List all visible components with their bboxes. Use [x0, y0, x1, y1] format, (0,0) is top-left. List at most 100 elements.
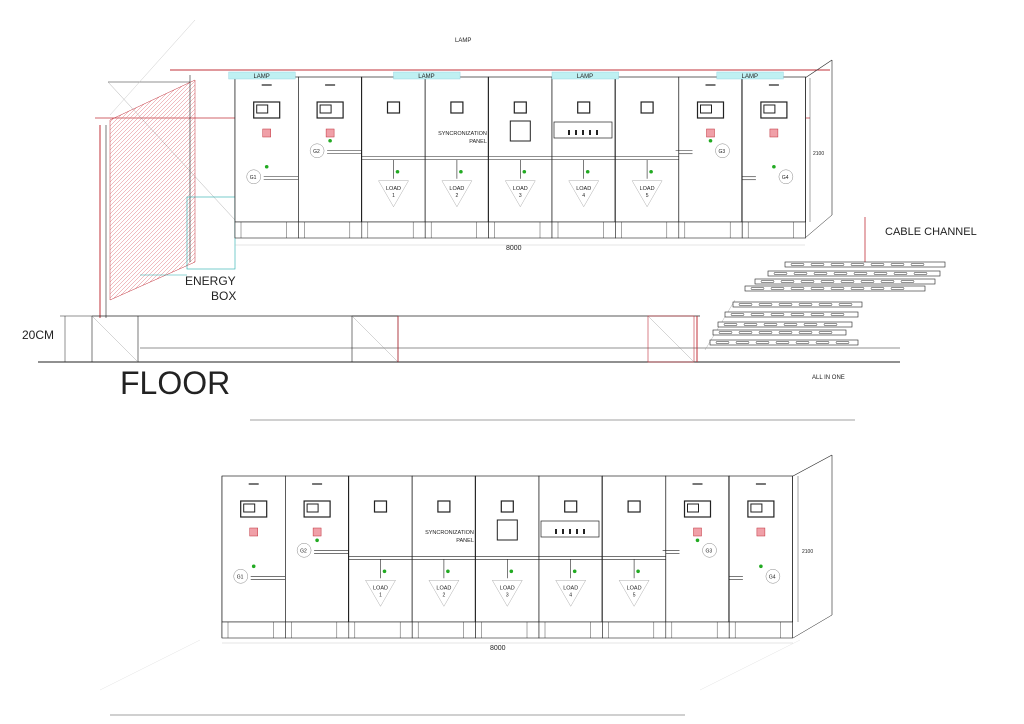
- panel-G2: G2: [285, 475, 350, 639]
- load-label: LOAD: [373, 585, 388, 591]
- load-triangle-icon: [504, 180, 536, 208]
- indicator-lamps-icon: [705, 84, 716, 86]
- generator-icon: [702, 543, 717, 558]
- cable-channel-label: CABLE CHANNEL: [885, 226, 977, 238]
- emergency-stop-icon: [706, 128, 715, 138]
- generator-icon: [778, 169, 794, 184]
- emergency-stop-icon: [249, 527, 258, 537]
- load-triangle-icon: [378, 180, 409, 208]
- cable-tray: [724, 311, 859, 318]
- generator-icon: [296, 543, 312, 558]
- load-number: 2: [443, 592, 446, 598]
- cable-tray: [709, 339, 859, 346]
- load-triangle-icon: [491, 580, 523, 607]
- lower-view: 2100 8000 G1G2LOAD1LOAD2SYNCRONIZATIONPA…: [99, 419, 855, 716]
- generator-icon: [233, 569, 248, 584]
- generator-label: G3: [719, 149, 726, 155]
- wall-hatch: [109, 79, 196, 301]
- cable-tray: [717, 321, 853, 328]
- generator-icon: [765, 569, 781, 584]
- floor-label: FLOOR: [120, 365, 230, 401]
- lamp-label: LAMP: [418, 74, 434, 80]
- load-number: 4: [569, 592, 572, 598]
- meter-icon: [577, 101, 591, 114]
- energy-box-label-1: ENERGY: [185, 274, 236, 288]
- height-20cm-label: 20CM: [22, 328, 54, 342]
- load-triangle-icon: [618, 580, 650, 607]
- indicator-lamps-icon: [768, 84, 779, 86]
- load-triangle-icon: [441, 180, 473, 208]
- height-dim: 2100: [813, 151, 824, 157]
- all-in-one-label: ALL IN ONE: [812, 375, 845, 381]
- load-triangle-icon: [428, 580, 460, 607]
- sync-display-icon: [509, 120, 531, 142]
- indicator-lamps-icon: [692, 483, 703, 485]
- load-number: 2: [456, 193, 459, 199]
- indicator-lamps-icon: [261, 84, 272, 86]
- indicator-lamps-icon: [325, 84, 336, 86]
- lamp-label: LAMP: [577, 74, 593, 80]
- panel-G3: G3: [675, 76, 744, 239]
- load-triangle-icon: [631, 180, 663, 208]
- load-triangle-icon: [568, 180, 600, 208]
- sync-panel-label-1: SYNCRONIZATION: [425, 530, 474, 536]
- panels-lower: G1G2LOAD1LOAD2SYNCRONIZATIONPANELLOAD3LO…: [221, 475, 793, 639]
- load-number: 5: [646, 193, 649, 199]
- cable-tray: [744, 285, 926, 292]
- meter-icon: [513, 101, 527, 114]
- indicator-lamps-icon: [755, 483, 766, 485]
- width-dim: 8000: [506, 245, 522, 252]
- load-number: 3: [506, 592, 509, 598]
- load-number: 1: [392, 193, 395, 199]
- lamp-4: LAMP: [716, 71, 784, 80]
- meter-icon: [386, 101, 401, 114]
- load-label: LOAD: [627, 585, 642, 591]
- cable-tray: [732, 301, 863, 308]
- load-number: 5: [633, 592, 636, 598]
- meter-icon: [627, 500, 641, 513]
- load-label: LOAD: [449, 186, 464, 192]
- panel-G3: G3: [662, 475, 731, 639]
- panel-G1: G1: [221, 475, 286, 639]
- emergency-stop-icon: [756, 527, 766, 537]
- panel-G1: G1: [234, 76, 299, 239]
- lamp-2: LAMP: [393, 71, 461, 80]
- indicator-lamps-icon: [312, 483, 323, 485]
- load-number: 4: [582, 193, 585, 199]
- generator-label: G2: [300, 548, 307, 554]
- meter-icon: [450, 101, 464, 114]
- load-label: LOAD: [576, 186, 591, 192]
- generator-label: G1: [250, 175, 257, 181]
- width-dim-lower: 8000: [490, 645, 506, 652]
- load-label: LOAD: [563, 585, 578, 591]
- cable-channel-trays: [709, 261, 946, 346]
- generator-label: G1: [237, 574, 244, 580]
- cable-tray: [754, 278, 936, 285]
- load-triangle-icon: [365, 580, 396, 607]
- load-label: LOAD: [436, 585, 451, 591]
- cable-tray: [712, 329, 847, 336]
- load-label: LOAD: [640, 186, 655, 192]
- lamp-3: LAMP: [551, 71, 619, 80]
- generator-icon: [715, 143, 730, 158]
- meter-icon: [373, 500, 388, 513]
- meter-icon: [564, 500, 578, 513]
- generator-icon: [309, 143, 325, 158]
- meter-icon: [500, 500, 514, 513]
- height-dim-lower: 2100: [802, 549, 813, 555]
- sync-display-icon: [496, 519, 518, 541]
- load-label: LOAD: [386, 186, 401, 192]
- sync-panel-label-2: PANEL: [469, 139, 487, 145]
- lamp-1: LAMP: [228, 71, 296, 80]
- emergency-stop-icon: [312, 527, 322, 537]
- indicator-lamps-icon: [248, 483, 259, 485]
- emergency-stop-icon: [262, 128, 271, 138]
